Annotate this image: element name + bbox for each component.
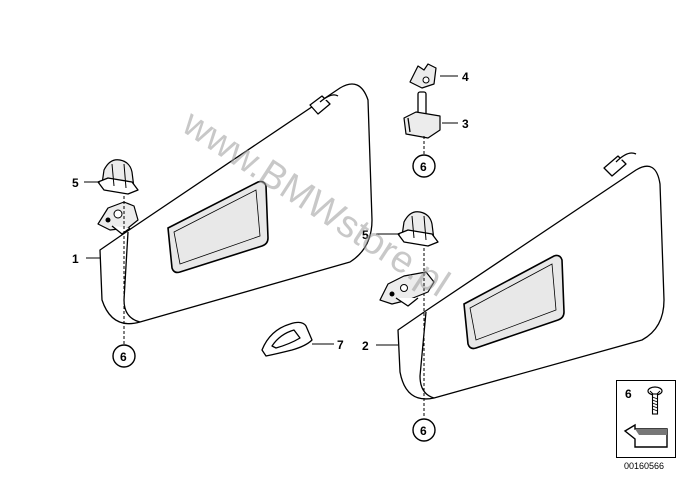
holder-part-3[interactable] <box>403 91 441 139</box>
callout-circle-6-left <box>112 344 136 368</box>
diagram-id: 00160566 <box>624 461 665 471</box>
callout-6-top: 6 <box>420 160 427 174</box>
callout-5-left: 5 <box>72 176 79 190</box>
legend-box: 6 <box>616 380 676 458</box>
callout-circle-6-top <box>412 154 436 178</box>
vanity-mirror-left <box>167 180 269 274</box>
clip-part-5-right[interactable] <box>397 211 439 247</box>
hinge-mount-right[interactable] <box>379 271 435 307</box>
callout-5-right: 5 <box>362 228 369 242</box>
bracket-part-4[interactable] <box>409 63 437 89</box>
callout-3: 3 <box>462 117 469 131</box>
callout-1: 1 <box>72 252 79 266</box>
legend-number: 6 <box>625 387 632 401</box>
hinge-mount-left[interactable] <box>97 201 139 235</box>
vanity-mirror-right <box>463 254 565 350</box>
sun-visor-right[interactable] <box>397 152 665 400</box>
direction-arrow-icon <box>623 423 668 448</box>
callout-6-bottom: 6 <box>420 424 427 438</box>
callout-circle-6-bottom <box>412 418 436 442</box>
clip-part-5-left[interactable] <box>97 159 139 195</box>
leader-lines <box>84 75 458 418</box>
screw-icon <box>647 386 663 415</box>
callout-7: 7 <box>337 338 344 352</box>
callout-4: 4 <box>462 70 469 84</box>
callout-2: 2 <box>362 339 369 353</box>
callout-6-left: 6 <box>120 350 127 364</box>
cover-part-7[interactable] <box>261 321 313 357</box>
sun-visor-left[interactable] <box>99 83 373 325</box>
